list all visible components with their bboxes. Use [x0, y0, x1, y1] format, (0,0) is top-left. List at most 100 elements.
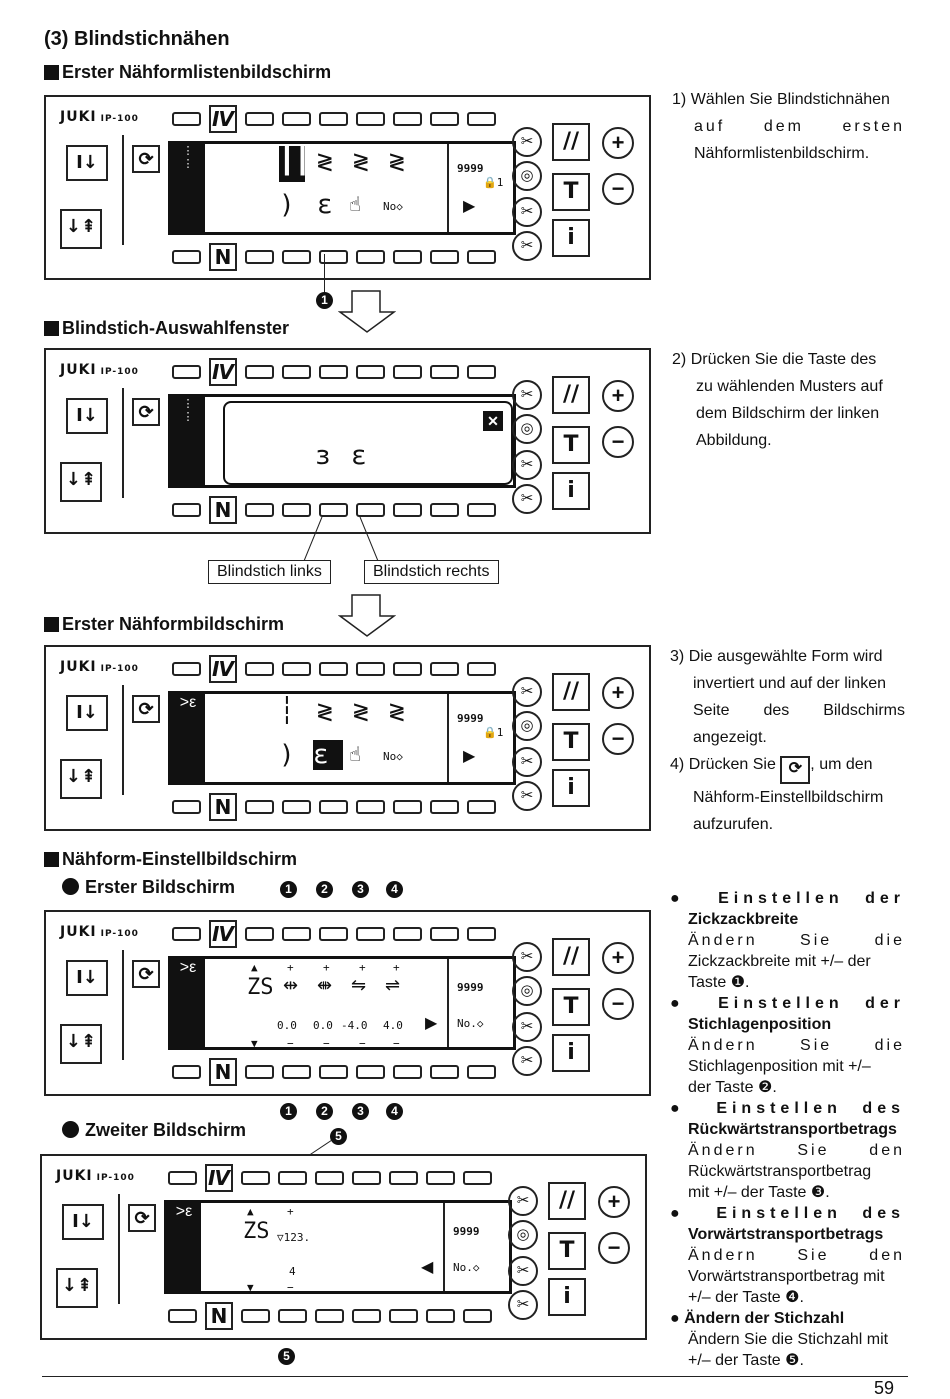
- tension-key[interactable]: ↓⇞: [56, 1268, 98, 1308]
- ready-key[interactable]: Ⅳ: [209, 358, 237, 386]
- pattern-zigzag-3[interactable]: ≷: [389, 146, 405, 176]
- marker-5: 5: [330, 1128, 347, 1145]
- clear-key[interactable]: //: [548, 1182, 586, 1220]
- info-key[interactable]: i: [552, 472, 590, 510]
- pattern-no-icon[interactable]: No.◇: [453, 1261, 480, 1274]
- t-key[interactable]: T: [552, 426, 590, 464]
- scissors-icon[interactable]: ✂: [512, 747, 542, 777]
- thread-icon[interactable]: ✂: [512, 677, 542, 707]
- next-arrow-icon[interactable]: ▶: [425, 1015, 438, 1032]
- pattern-blind[interactable]: ): [279, 190, 295, 220]
- clear-key[interactable]: //: [552, 673, 590, 711]
- pattern-zigzag-2[interactable]: ≷: [353, 146, 369, 176]
- ready-key[interactable]: Ⅳ: [209, 920, 237, 948]
- minus-key[interactable]: −: [602, 426, 634, 458]
- scissors-2-icon[interactable]: ✂: [512, 781, 542, 811]
- minus-key[interactable]: −: [602, 988, 634, 1020]
- updown-key[interactable]: I↓: [66, 960, 108, 996]
- pattern-no-icon[interactable]: No◇: [383, 200, 403, 213]
- minus-key[interactable]: −: [602, 173, 634, 205]
- ready-key[interactable]: Ⅳ: [209, 105, 237, 133]
- spiral-icon[interactable]: ◎: [512, 161, 542, 191]
- info-key[interactable]: i: [552, 1034, 590, 1072]
- pattern-hand-icon[interactable]: ☝: [349, 742, 362, 766]
- pattern-zigzag[interactable]: ≷: [317, 696, 333, 726]
- thread-icon[interactable]: ✂: [512, 380, 542, 410]
- t-key[interactable]: T: [552, 988, 590, 1026]
- info-key[interactable]: i: [548, 1278, 586, 1316]
- updown-key[interactable]: I↓: [66, 145, 108, 181]
- pattern-zigzag-3[interactable]: ≷: [389, 696, 405, 726]
- n-key[interactable]: N: [209, 496, 237, 524]
- plus-key[interactable]: +: [602, 677, 634, 709]
- pattern-no-icon[interactable]: No.◇: [457, 1017, 484, 1030]
- blindstitch-left-icon[interactable]: з: [315, 441, 331, 471]
- spiral-icon[interactable]: ◎: [512, 414, 542, 444]
- scissors-icon[interactable]: ✂: [512, 197, 542, 227]
- scissors-icon[interactable]: ✂: [512, 1012, 542, 1042]
- plus-key[interactable]: +: [602, 127, 634, 159]
- clear-key[interactable]: //: [552, 938, 590, 976]
- pattern-blindstitch-selected[interactable]: ε: [313, 740, 343, 770]
- t-key[interactable]: T: [552, 723, 590, 761]
- pattern-straight-selected[interactable]: ┃┃: [279, 146, 310, 182]
- pattern-no-icon[interactable]: No◇: [383, 750, 403, 763]
- reset-key[interactable]: ⟳: [132, 960, 160, 988]
- next-arrow-icon[interactable]: ▶: [463, 748, 476, 765]
- n-key[interactable]: N: [209, 1058, 237, 1086]
- reset-key-icon: ⟳: [780, 756, 811, 784]
- n-key[interactable]: N: [209, 793, 237, 821]
- close-icon[interactable]: ✕: [483, 411, 503, 431]
- scissors-icon[interactable]: ✂: [512, 450, 542, 480]
- n-key[interactable]: N: [209, 243, 237, 271]
- scissors-2-icon[interactable]: ✂: [512, 231, 542, 261]
- plus-key[interactable]: +: [602, 942, 634, 974]
- reset-key[interactable]: ⟳: [132, 398, 160, 426]
- prev-arrow-icon[interactable]: ◀: [421, 1259, 434, 1276]
- pattern-blindstitch[interactable]: ε: [317, 190, 333, 220]
- tension-key[interactable]: ↓⇞: [60, 462, 102, 502]
- tension-key[interactable]: ↓⇞: [60, 1024, 102, 1064]
- info-key[interactable]: i: [552, 769, 590, 807]
- pattern-zigzag-2[interactable]: ≷: [353, 696, 369, 726]
- spiral-icon[interactable]: ◎: [508, 1220, 538, 1250]
- plus-key[interactable]: +: [602, 380, 634, 412]
- spiral-icon[interactable]: ◎: [512, 976, 542, 1006]
- minus-key[interactable]: −: [602, 723, 634, 755]
- pattern-zigzag[interactable]: ≷: [317, 146, 333, 176]
- scissors-2-icon[interactable]: ✂: [512, 1046, 542, 1076]
- t-key[interactable]: T: [548, 1232, 586, 1270]
- info-key[interactable]: i: [552, 219, 590, 257]
- reset-key[interactable]: ⟳: [128, 1204, 156, 1232]
- minus-key[interactable]: −: [598, 1232, 630, 1264]
- n-key[interactable]: N: [205, 1302, 233, 1330]
- updown-key[interactable]: I↓: [66, 695, 108, 731]
- pattern-hand-icon[interactable]: ☝: [349, 192, 362, 216]
- scissors-2-icon[interactable]: ✂: [512, 484, 542, 514]
- pattern-straight[interactable]: ┆: [279, 696, 295, 726]
- pattern-blind[interactable]: ): [279, 740, 295, 770]
- scissors-2-icon[interactable]: ✂: [508, 1290, 538, 1320]
- clear-key[interactable]: //: [552, 123, 590, 161]
- reset-key[interactable]: ⟳: [132, 695, 160, 723]
- updown-key[interactable]: I↓: [66, 398, 108, 434]
- t-key[interactable]: T: [552, 173, 590, 211]
- thread-icon[interactable]: ✂: [512, 942, 542, 972]
- blindstitch-right-icon[interactable]: ε: [351, 441, 367, 471]
- reset-key[interactable]: ⟳: [132, 145, 160, 173]
- tension-key[interactable]: ↓⇞: [60, 209, 102, 249]
- thread-icon[interactable]: ✂: [508, 1186, 538, 1216]
- heading-select-window: Blindstich-Auswahlfenster: [44, 318, 289, 339]
- thread-icon[interactable]: ✂: [512, 127, 542, 157]
- forward-feed-icon: ⇌: [385, 975, 401, 995]
- updown-key[interactable]: I↓: [62, 1204, 104, 1240]
- plus-key[interactable]: +: [598, 1186, 630, 1218]
- tension-key[interactable]: ↓⇞: [60, 759, 102, 799]
- ready-key[interactable]: Ⅳ: [209, 655, 237, 683]
- clear-key[interactable]: //: [552, 376, 590, 414]
- scissors-icon[interactable]: ✂: [508, 1256, 538, 1286]
- ready-key[interactable]: Ⅳ: [205, 1164, 233, 1192]
- spiral-icon[interactable]: ◎: [512, 711, 542, 741]
- next-arrow-icon[interactable]: ▶: [463, 198, 476, 215]
